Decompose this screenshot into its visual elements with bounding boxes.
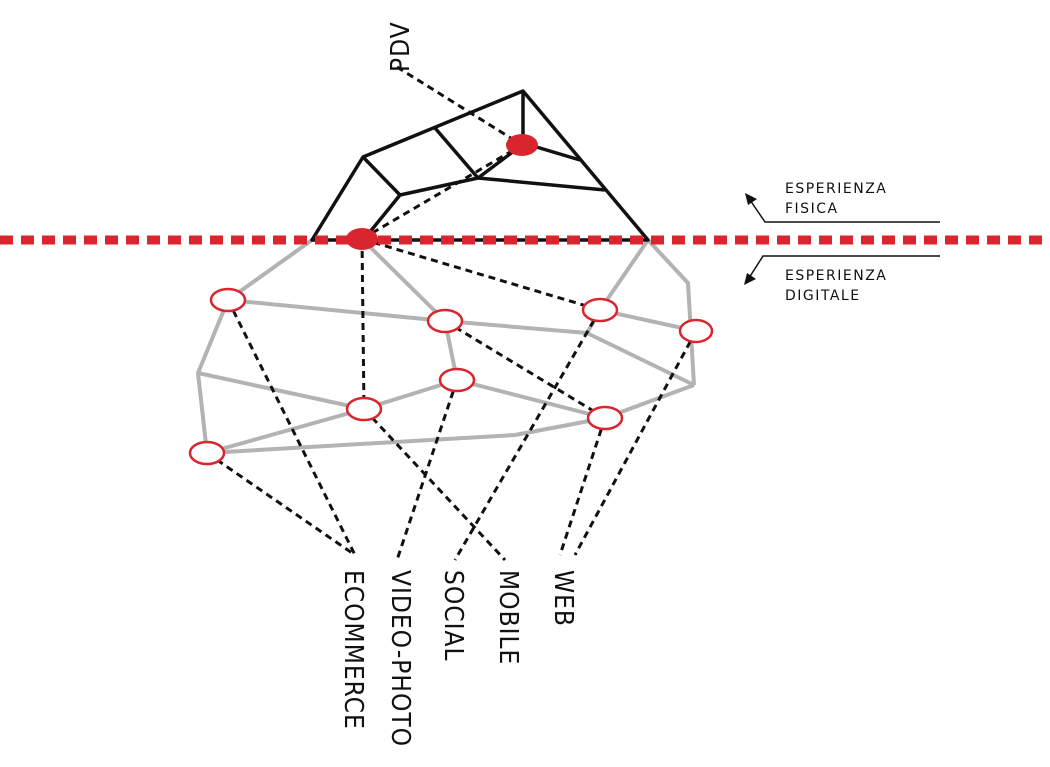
legend-digital-line1: ESPERIENZA [785,268,887,284]
pdv-node [506,134,538,156]
arrow-up-icon [749,199,940,223]
dashed-connections [206,65,698,562]
label-pdv: PDV [386,21,416,72]
node [209,287,247,313]
node [586,405,624,431]
node [426,308,464,334]
label-ecommerce: ECOMMERCE [338,570,368,730]
legend-digital: ESPERIENZA DIGITALE [744,255,940,304]
physical-structure [310,89,650,242]
digital-nodes [188,287,714,466]
legend-physical-line1: ESPERIENZA [785,181,887,197]
label-mobile: MOBILE [493,570,523,665]
legend-digital-line2: DIGITALE [785,288,861,304]
label-web: WEB [548,570,578,627]
node [188,440,226,466]
label-social: SOCIAL [438,570,468,662]
legend-physical: ESPERIENZA FISICA [745,181,940,223]
node [345,396,383,422]
node [678,318,714,344]
legend-physical-line2: FISICA [785,201,839,217]
label-video-photo: VIDEO-PHOTO [385,570,415,747]
entry-node [346,228,378,250]
node [581,297,619,323]
node [438,367,476,393]
arrow-down-icon [748,255,940,279]
